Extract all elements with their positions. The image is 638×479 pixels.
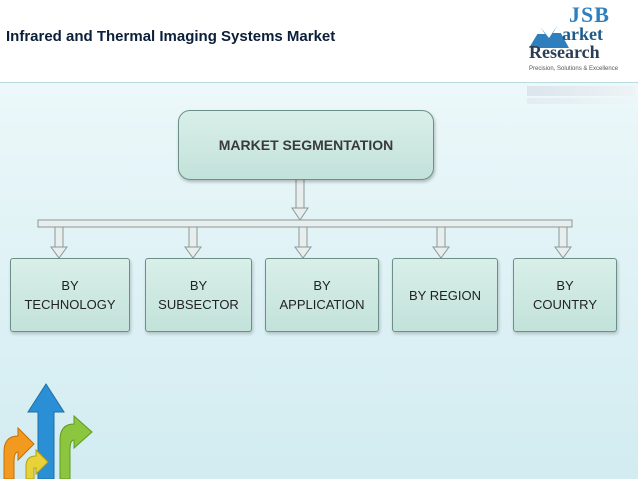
drop-4-arrow: [432, 246, 450, 259]
by-country-node: BY COUNTRY: [513, 258, 617, 332]
drop-2: [188, 226, 198, 248]
by-technology-node: BY TECHNOLOGY: [10, 258, 130, 332]
by-region-node: BY REGION: [392, 258, 498, 332]
drop-1: [54, 226, 64, 248]
logo-market-text: arket: [562, 24, 603, 44]
drop-3: [298, 226, 308, 248]
jsb-market-research-logo: JSB arket Research Precision, Solutions …: [525, 2, 635, 104]
mountain-logo-icon: [529, 26, 569, 48]
node-label-line1: BY: [189, 278, 208, 293]
root-stem: [295, 177, 305, 209]
header-bar: Infrared and Thermal Imaging Systems Mar…: [0, 0, 638, 104]
drop-5: [558, 226, 568, 248]
node-label-line1: BY: [61, 278, 79, 293]
by-subsector-node: BY SUBSECTOR: [145, 258, 252, 332]
drop-1-arrow: [50, 246, 68, 259]
market-segmentation-node: MARKET SEGMENTATION: [178, 110, 434, 180]
node-label-line1: BY: [556, 278, 574, 293]
drop-2-arrow: [184, 246, 202, 259]
drop-3-arrow: [294, 246, 312, 259]
logo-research-text: Research: [529, 42, 600, 62]
drop-4: [436, 226, 446, 248]
node-label-line2: TECHNOLOGY: [24, 297, 116, 312]
node-label-line2: APPLICATION: [279, 297, 365, 312]
drop-5-arrow: [554, 246, 572, 259]
by-application-node: BY APPLICATION: [265, 258, 379, 332]
node-label-line1: BY: [313, 278, 331, 293]
node-label-line2: COUNTRY: [532, 297, 598, 312]
node-label-line2: SUBSECTOR: [158, 297, 239, 312]
logo-tagline: Precision, Solutions & Excellence: [529, 66, 619, 72]
logo-faint-band-2: [527, 98, 635, 104]
decorative-arrows-icon: [3, 383, 93, 479]
logo-faint-band: [527, 86, 635, 96]
page-title: Infrared and Thermal Imaging Systems Mar…: [6, 28, 336, 45]
horizontal-connector: [37, 219, 573, 228]
root-stem-arrow: [291, 207, 309, 221]
logo-jsb-text: JSB: [569, 2, 610, 27]
node-label-line1: BY REGION: [408, 287, 481, 303]
